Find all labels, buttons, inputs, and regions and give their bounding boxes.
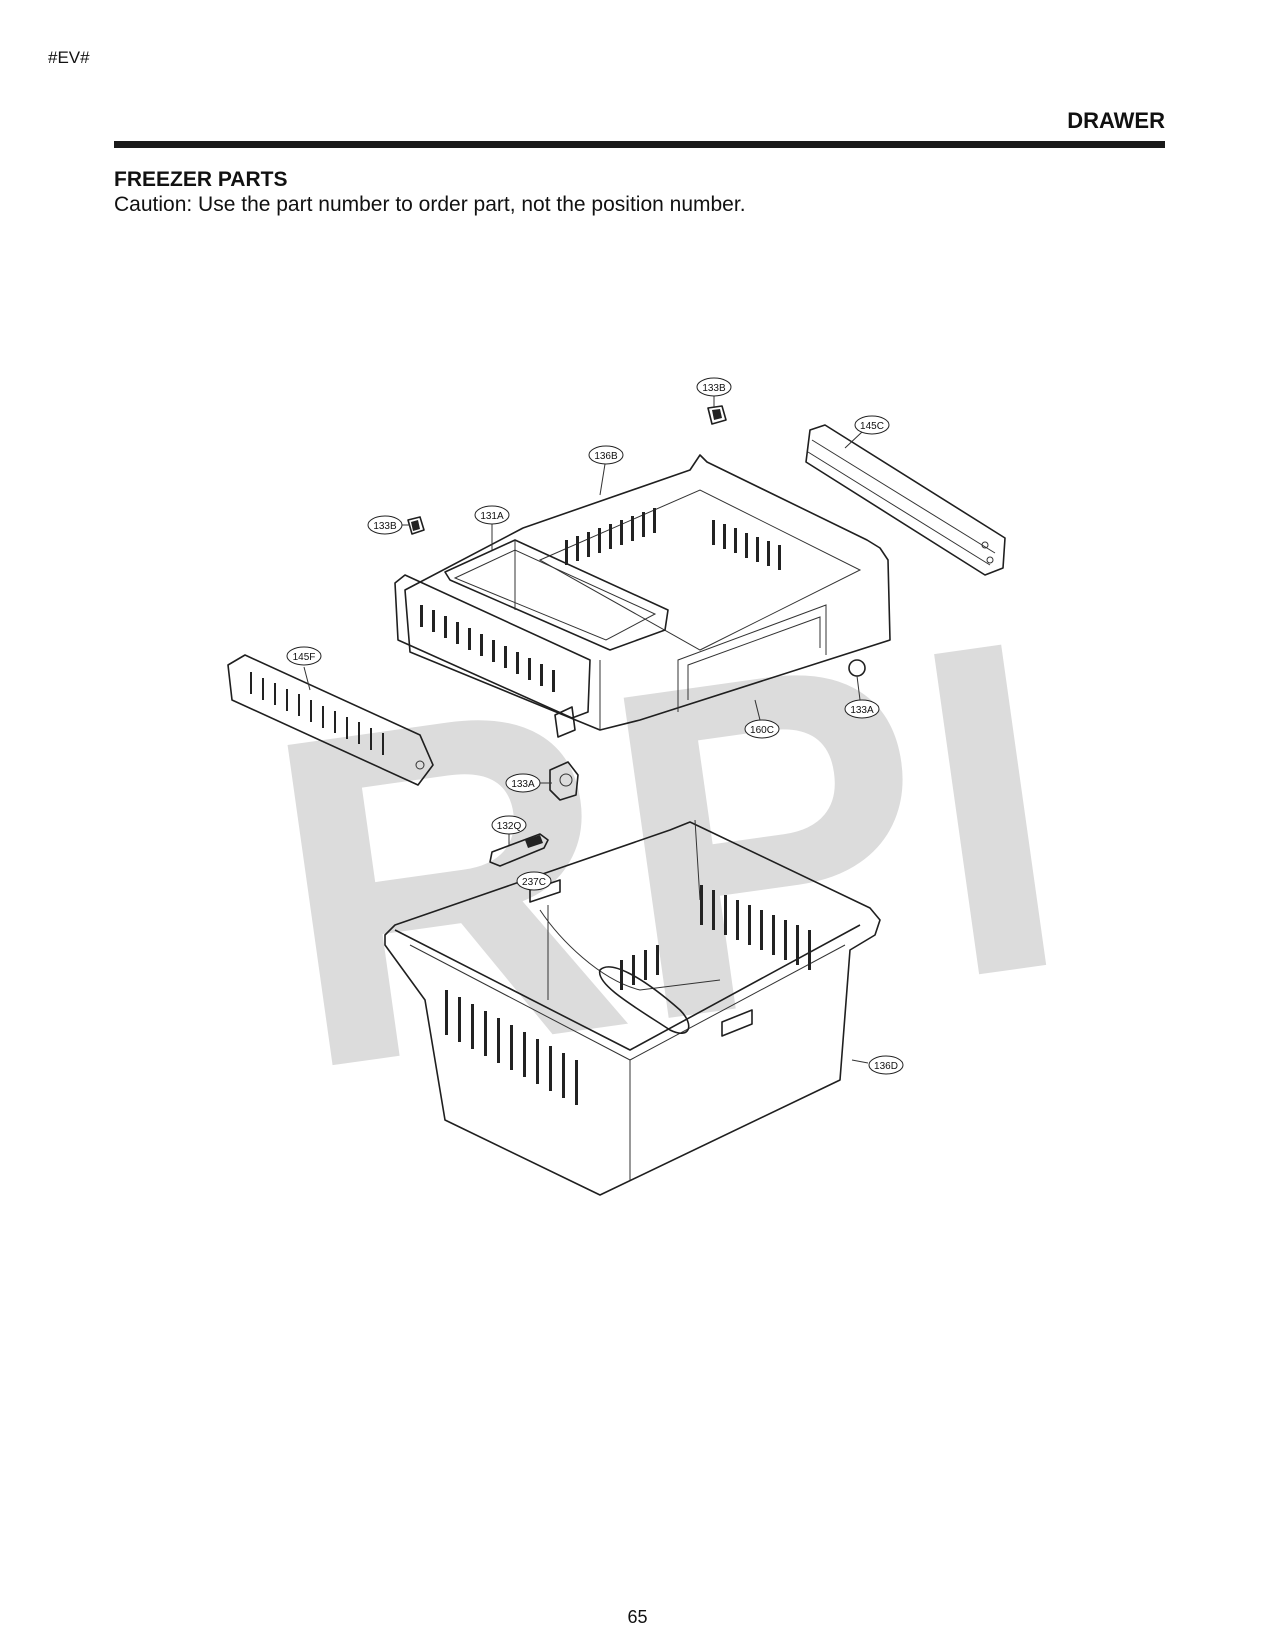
callout-label: 133A (511, 779, 535, 790)
clip-133b-left (407, 516, 425, 535)
callout-label: 133B (373, 521, 397, 532)
header-rule (114, 141, 1165, 148)
callout-237c: 237C (516, 871, 552, 891)
latch-132q (489, 833, 549, 867)
callout-label: 132Q (497, 821, 522, 832)
section-title: DRAWER (1067, 108, 1165, 133)
callout-133b-top: 133B (696, 377, 732, 397)
upper-frame-rails (394, 574, 591, 738)
callout-label: 145C (860, 421, 884, 432)
callout-label: 131A (480, 511, 504, 522)
callout-136b: 136B (588, 445, 624, 465)
document-code-mark: #EV# (48, 48, 90, 67)
clip-133b-top (707, 405, 727, 425)
rail-145f (227, 654, 434, 786)
callout-133a-right: 133A (844, 699, 880, 719)
upper-tray-136b (404, 454, 891, 731)
watermark-text: RPI (242, 540, 1091, 1169)
callout-label: 136D (874, 1061, 898, 1072)
callout-131a: 131A (474, 505, 510, 525)
rail-145c (805, 424, 1006, 576)
parts-heading: FREEZER PARTS (114, 168, 288, 191)
callout-label: 133B (702, 383, 726, 394)
bin-131a (444, 539, 669, 651)
callout-145f: 145F (286, 646, 322, 666)
caution-note: Caution: Use the part number to order pa… (114, 193, 746, 216)
callout-label: 145F (293, 652, 316, 663)
watermark: RPI (242, 540, 1091, 1169)
page-number: 65 (627, 1607, 648, 1627)
roller-133a-mid (549, 761, 579, 801)
callout-160c: 160C (744, 719, 780, 739)
lower-basket-136d (384, 819, 881, 1196)
callout-145c: 145C (854, 415, 890, 435)
callout-label: 160C (750, 725, 774, 736)
callout-133b-left: 133B (367, 515, 403, 535)
callout-132q: 132Q (491, 815, 527, 835)
callout-label: 136B (594, 451, 618, 462)
callout-label: 133A (850, 705, 874, 716)
callout-133a-mid: 133A (505, 773, 541, 793)
callout-label: 237C (522, 877, 546, 888)
callout-136d: 136D (868, 1055, 904, 1075)
